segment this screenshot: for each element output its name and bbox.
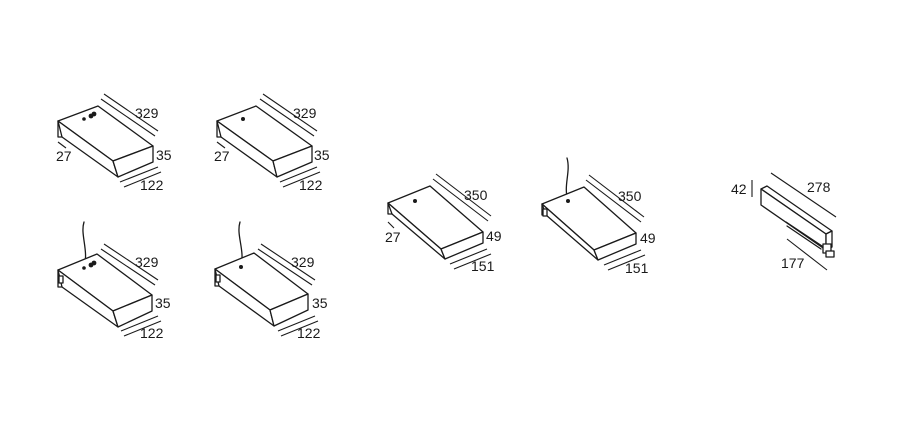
- height-label: 49: [640, 230, 656, 246]
- height-label: 42: [731, 181, 747, 197]
- width-dimension-line: [282, 171, 321, 188]
- mount-hole-icon: [91, 260, 97, 266]
- length-label: 350: [464, 187, 488, 203]
- side-dimension-line: [57, 141, 67, 149]
- length-label: 329: [135, 254, 159, 270]
- length-dimension-line: [103, 243, 159, 281]
- driver-unit-4: 329 35 122: [214, 221, 328, 341]
- width-dimension-line: [123, 171, 162, 188]
- driver-unit-2: 329 35 122 27: [214, 93, 330, 193]
- mount-hole-icon: [91, 111, 97, 117]
- width-label: 151: [625, 260, 649, 276]
- width-label: 122: [140, 325, 164, 341]
- length-label: 278: [807, 179, 831, 195]
- side-dimension-line: [387, 221, 395, 229]
- width-dimension-line: [453, 253, 492, 270]
- length-dimension-line: [262, 93, 318, 132]
- mount-hole-icon: [82, 117, 86, 121]
- height-label: 35: [156, 147, 172, 163]
- length-dimension-line: [260, 243, 316, 281]
- side-label: 27: [385, 229, 401, 245]
- width-dimension-line: [123, 320, 162, 337]
- mount-hole-icon: [566, 199, 570, 203]
- width-dimension-line: [786, 238, 828, 271]
- mount-hole-icon: [239, 265, 243, 269]
- height-label: 35: [312, 295, 328, 311]
- mount-hole-icon: [241, 117, 245, 121]
- adapter-block-icon: [825, 250, 835, 258]
- length-label: 329: [293, 105, 317, 121]
- track-driver-unit: 42 278 177: [731, 172, 837, 271]
- side-label: 27: [214, 148, 230, 164]
- length-label: 329: [135, 105, 159, 121]
- driver-unit-6: 350 49 151: [541, 157, 656, 276]
- height-label: 35: [314, 147, 330, 163]
- driver-unit-1: 329 35 122 27: [56, 93, 172, 193]
- length-dimension-line: [103, 93, 159, 132]
- side-dimension-line: [216, 141, 226, 149]
- width-label: 151: [471, 258, 495, 274]
- mount-hole-icon: [82, 266, 86, 270]
- driver-unit-3: 329 35 122: [57, 221, 171, 341]
- height-label: 49: [486, 228, 502, 244]
- width-dimension-line: [607, 254, 646, 271]
- width-label: 122: [140, 177, 164, 193]
- length-dimension-line: [770, 172, 837, 218]
- side-label: 27: [56, 148, 72, 164]
- width-dimension-line: [280, 320, 319, 337]
- mount-hole-icon: [413, 199, 417, 203]
- width-label: 122: [297, 325, 321, 341]
- length-dimension-line: [588, 174, 645, 218]
- length-dimension-line: [435, 173, 492, 217]
- length-label: 329: [291, 254, 315, 270]
- length-label: 350: [618, 188, 642, 204]
- width-label: 122: [299, 177, 323, 193]
- width-label: 177: [781, 255, 805, 271]
- height-label: 35: [155, 295, 171, 311]
- driver-unit-5: 350 49 151 27: [385, 173, 502, 274]
